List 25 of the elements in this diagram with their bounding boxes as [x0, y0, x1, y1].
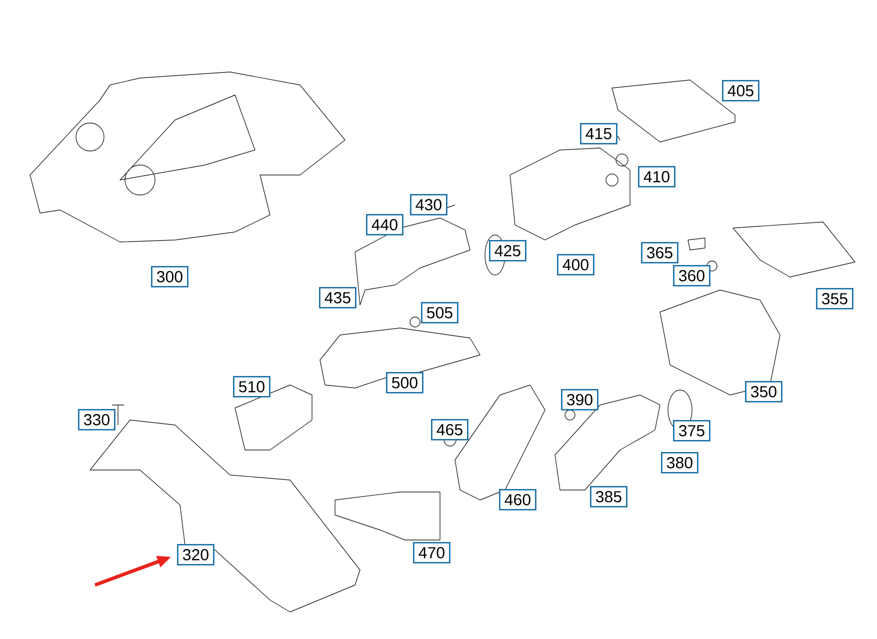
callout-number: 510	[233, 376, 270, 398]
callout-number: 425	[489, 240, 526, 262]
callout-number: 500	[386, 372, 424, 394]
callout-number: 400	[557, 254, 594, 276]
callout-number: 355	[816, 288, 854, 310]
callout-number: 365	[641, 242, 678, 264]
callout-number: 440	[366, 214, 404, 236]
callout-number: 320	[177, 544, 214, 566]
callout-number: 435	[319, 287, 356, 308]
callout-number: 460	[499, 489, 536, 510]
callout-number: 300	[151, 266, 188, 288]
callout-number: 505	[421, 302, 458, 324]
callout-number: 405	[722, 80, 760, 102]
callout-number: 410	[638, 166, 676, 188]
callout-number: 360	[673, 265, 710, 286]
callout-number: 385	[590, 486, 628, 508]
callout-number: 375	[673, 420, 710, 442]
callout-number: 430	[410, 194, 448, 216]
callout-number: 465	[431, 419, 468, 440]
callout-number: 415	[580, 123, 618, 144]
callout-number: 330	[78, 409, 116, 430]
callout-number: 380	[661, 452, 698, 474]
callout-number: 390	[561, 389, 598, 410]
callout-number: 470	[413, 542, 450, 564]
callout-number: 350	[745, 381, 782, 402]
